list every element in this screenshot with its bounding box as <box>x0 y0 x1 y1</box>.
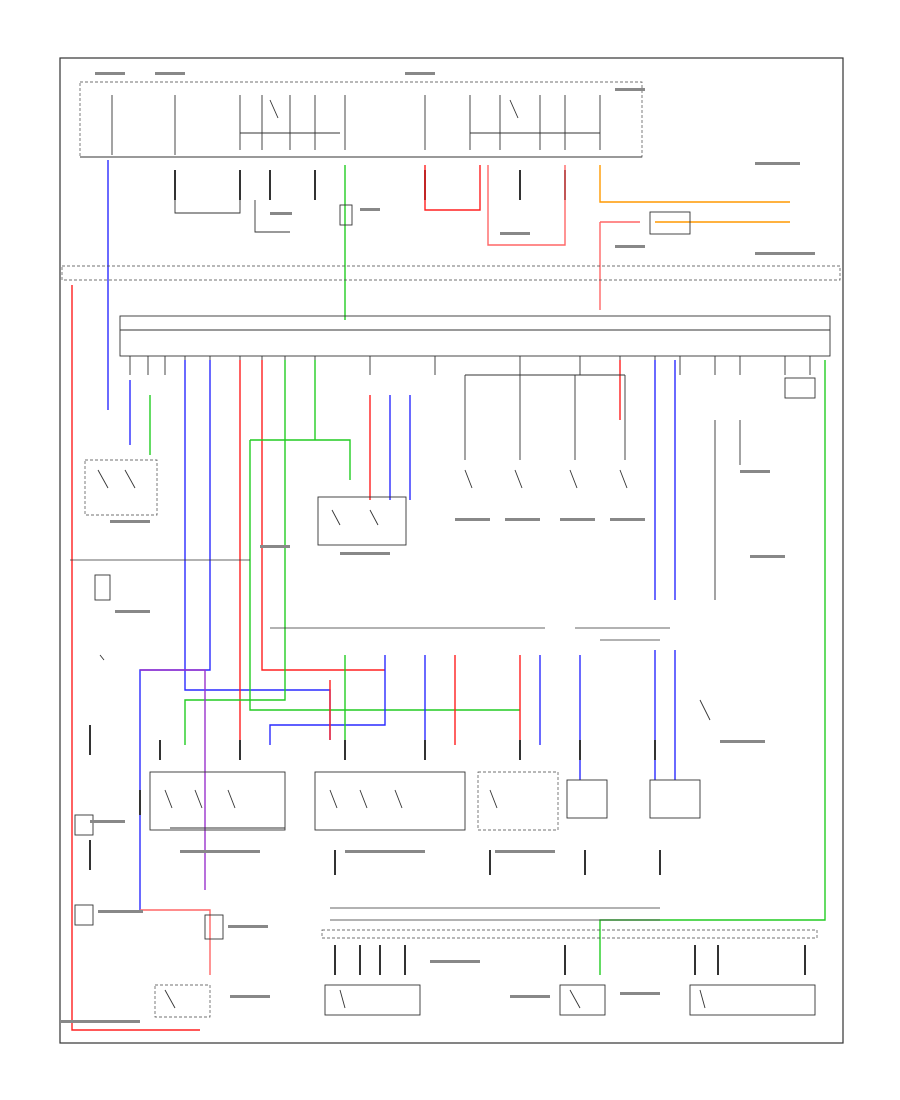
colored-wires-mid <box>71 285 826 1031</box>
fuse-group-left <box>111 95 176 155</box>
junction-drops <box>129 356 811 375</box>
relay-left <box>239 95 346 150</box>
fuse-jumper-left <box>174 200 241 214</box>
left-small-components <box>94 204 691 661</box>
door-switches-row <box>464 374 628 489</box>
connector-ticks-bottom <box>89 725 806 975</box>
door-lock-switch-left <box>84 459 158 516</box>
main-junction-block <box>61 265 841 357</box>
relay-right <box>424 95 601 150</box>
switch-right-cluster <box>477 771 701 831</box>
bottom-bus <box>321 907 818 939</box>
top-junction-block <box>79 81 643 158</box>
bus-lines-mid <box>70 559 670 641</box>
master-switch-center <box>314 771 466 831</box>
fuse-jumper-mid <box>254 200 290 233</box>
tiny-label-marks <box>60 72 815 1023</box>
red-jumper-top <box>424 165 481 211</box>
master-switch-left <box>149 771 286 831</box>
bottom-motors <box>324 984 816 1016</box>
bottom-left-components <box>74 814 224 1018</box>
pink-wire-top <box>487 165 566 246</box>
diagram-frame <box>59 57 844 1044</box>
right-side-components <box>699 377 816 721</box>
connector-ticks-top <box>174 170 566 200</box>
relay-center <box>317 496 407 546</box>
orange-wire-top <box>599 165 790 203</box>
